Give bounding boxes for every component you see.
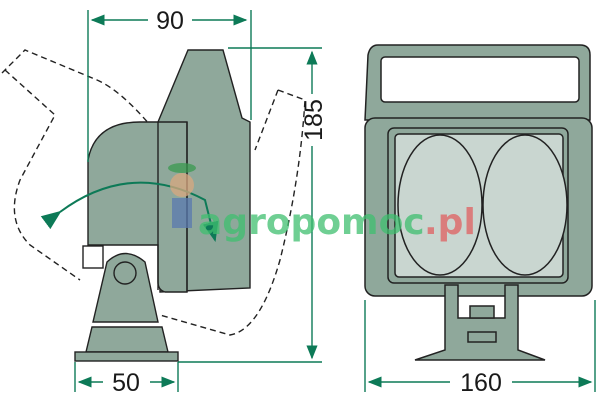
dimension-height: 185: [300, 99, 328, 141]
dimension-width-front: 160: [460, 369, 502, 397]
dimension-base-width: 50: [112, 369, 140, 397]
front-view-lamp: [364, 44, 593, 361]
watermark-logo: agropomoc .pl: [168, 163, 476, 243]
rotation-arrow: [40, 181, 219, 242]
dimension-width-side: 90: [156, 7, 184, 35]
dimension-lines: [74, 10, 596, 392]
watermark-tld: .pl: [424, 202, 476, 243]
watermark-main: agropomoc: [198, 202, 425, 243]
lens-left: [397, 134, 483, 276]
lens-right: [482, 134, 568, 276]
